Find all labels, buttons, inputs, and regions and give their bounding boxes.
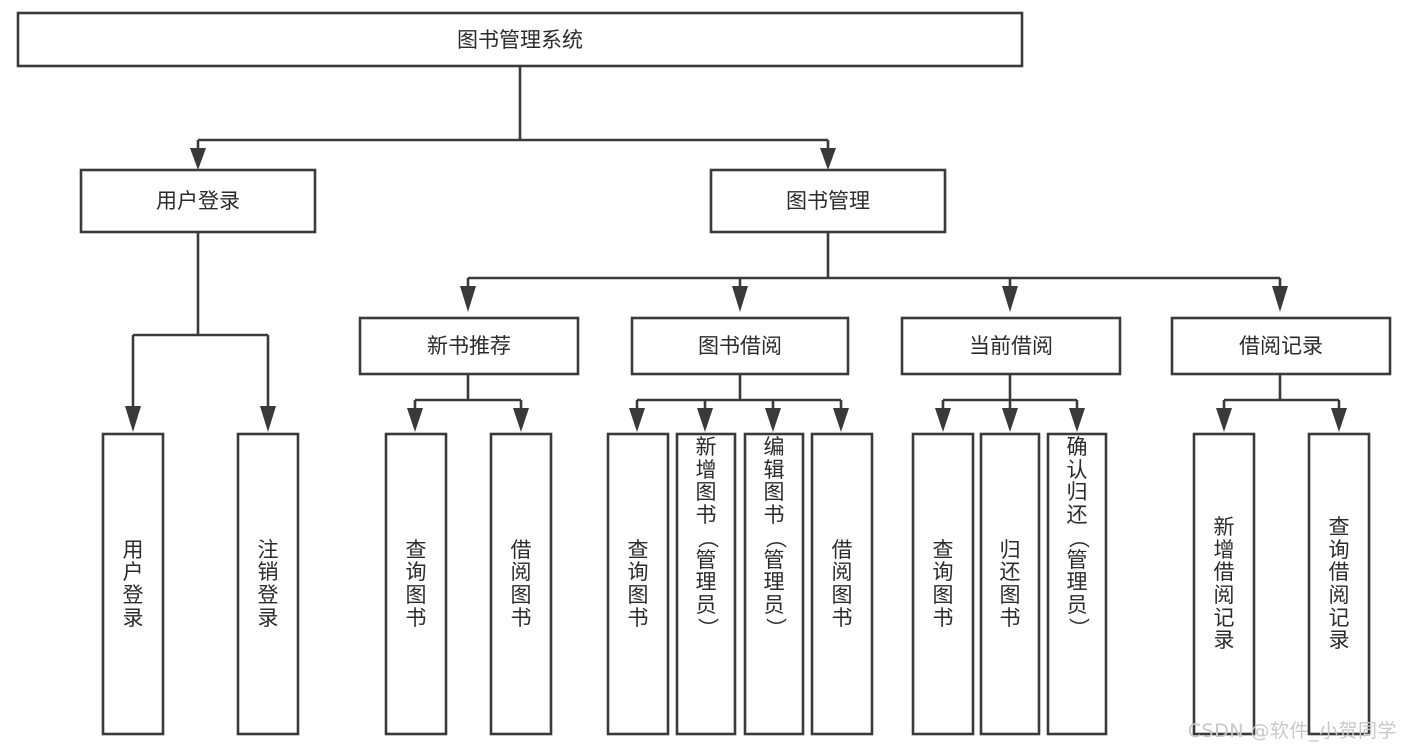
node-leaf-return-book[interactable] [979,432,1041,736]
node-root[interactable] [16,11,1024,68]
arrow-head-leaf-confirm-return [1069,408,1085,432]
arrow-head-leaf-query-book-2 [629,408,645,432]
node-book-manage[interactable] [709,168,947,234]
arrow-head-leaf-edit-book [765,408,781,432]
node-new-book-recommend[interactable] [358,316,580,376]
node-leaf-query-record[interactable] [1307,432,1371,736]
node-leaf-edit-book[interactable] [743,432,805,736]
node-book-borrow[interactable] [630,316,850,376]
node-current-borrow[interactable] [900,316,1122,376]
horizontal-label-layer: 图书管理系统 用户登录 图书管理 新书推荐 图书借阅 当前借阅 借阅记录 [156,28,1323,358]
node-root-label: 图书管理系统 [457,28,583,52]
node-leaf-user-login[interactable] [101,432,165,736]
arrow-head-borrow-record [1272,286,1288,312]
node-book-manage-label: 图书管理 [786,189,870,213]
arrow-head-leaf-add-book [697,408,713,432]
node-new-book-recommend-label: 新书推荐 [427,334,511,358]
node-leaf-query-book-3[interactable] [911,432,975,736]
node-box-layer [16,11,1392,736]
node-leaf-borrow-book-2[interactable] [810,432,874,736]
node-book-borrow-label: 图书借阅 [698,334,782,358]
arrow-head-leaf-return-book [1002,408,1018,432]
arrow-head-user-login [190,148,206,170]
arrow-head-leaf-query-record [1331,408,1347,432]
arrow-head-leaf-query-book-1 [407,408,423,432]
connector-layer [125,66,1347,432]
arrow-head-leaf-user-login [125,406,141,432]
node-borrow-record[interactable] [1170,316,1392,376]
arrow-head-leaf-borrow-book-1 [513,408,529,432]
arrow-head-leaf-logout [260,406,276,432]
node-user-login[interactable] [79,168,317,234]
arrow-head-leaf-add-record [1216,408,1232,432]
node-leaf-query-book-2[interactable] [606,432,670,736]
arrow-head-leaf-borrow-book-2 [833,408,849,432]
arrow-head-book-manage [820,148,836,170]
csdn-watermark: CSDN @软件_小贺同学 [1187,720,1397,742]
node-leaf-confirm-return[interactable] [1046,432,1108,736]
node-user-login-label: 用户登录 [156,189,240,213]
arrow-head-current-borrow [1002,286,1018,312]
arrow-head-book-borrow [732,286,748,312]
node-leaf-query-book-1[interactable] [384,432,448,736]
node-leaf-logout[interactable] [236,432,300,736]
node-leaf-add-book[interactable] [675,432,737,736]
node-current-borrow-label: 当前借阅 [969,334,1053,358]
node-borrow-record-label: 借阅记录 [1239,334,1323,358]
node-leaf-add-record[interactable] [1192,432,1256,736]
arrow-head-new-book-recommend [460,286,476,312]
arrow-head-leaf-query-book-3 [935,408,951,432]
node-leaf-borrow-book-1[interactable] [489,432,553,736]
